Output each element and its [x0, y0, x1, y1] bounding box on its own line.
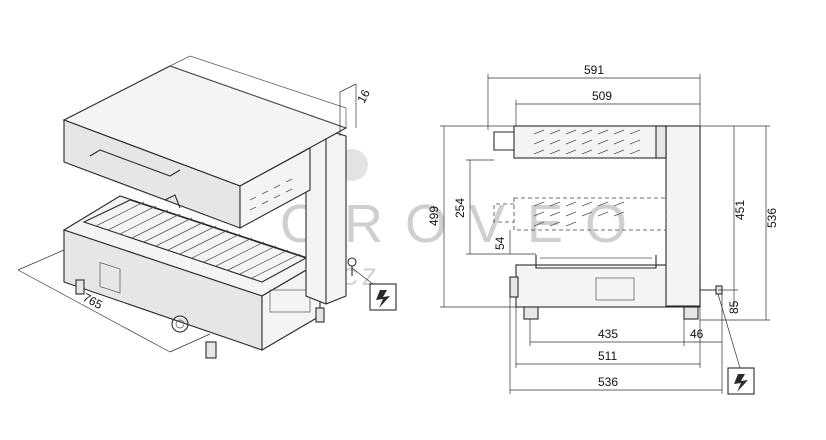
- dim-label-16: 16: [354, 87, 373, 106]
- dim-label-46: 46: [690, 327, 704, 341]
- hood-handle-raised[interactable]: [493, 131, 514, 151]
- dim-label-54: 54: [493, 236, 507, 250]
- foot-front: [523, 306, 539, 320]
- electric-connection-icon: [369, 283, 397, 311]
- display-panel: [99, 262, 121, 294]
- electric-connection-icon: [727, 367, 755, 395]
- dim-label-435: 435: [598, 327, 618, 341]
- dim-label-499: 499: [427, 206, 441, 226]
- hood-handle[interactable]: [89, 149, 181, 177]
- control-knob-center: [175, 319, 185, 329]
- lift-column: [665, 125, 701, 307]
- base-label-plate: [595, 277, 635, 301]
- foot: [205, 341, 217, 359]
- side-vent-panel: [269, 289, 311, 313]
- dim-label-85: 85: [727, 300, 741, 314]
- dim-label-254: 254: [453, 198, 467, 218]
- hood-side: [239, 147, 311, 229]
- side-view: 591 509 499 254 54 451 536 85 435: [427, 63, 779, 395]
- hood-vents-raised: [533, 129, 641, 155]
- foot: [75, 279, 85, 295]
- dim-label-451: 451: [733, 200, 747, 220]
- hood-handle-lowered: [493, 203, 514, 223]
- hood-handle[interactable]: [164, 194, 181, 209]
- cable-gland: [347, 257, 357, 267]
- dim-label-536-horizontal: 536: [598, 375, 618, 389]
- dim-label-536-vertical: 536: [765, 208, 779, 228]
- hood-rear-panel: [169, 55, 347, 129]
- dim-label-509: 509: [592, 89, 612, 103]
- isometric-view: 765 16: [17, 55, 397, 359]
- grill-bars: [95, 201, 301, 279]
- control-knob-side[interactable]: [509, 276, 519, 298]
- hood-vents: [249, 178, 293, 211]
- dim-line-765: [17, 269, 171, 353]
- hood-lowered: [513, 197, 667, 231]
- dim-label-511: 511: [598, 349, 617, 363]
- hood-vents-lowered: [533, 201, 625, 227]
- control-knob[interactable]: [171, 315, 189, 333]
- dim-label-591: 591: [584, 63, 604, 77]
- foot: [315, 307, 325, 323]
- foot-rear: [683, 306, 699, 320]
- grill-tray: [535, 255, 657, 269]
